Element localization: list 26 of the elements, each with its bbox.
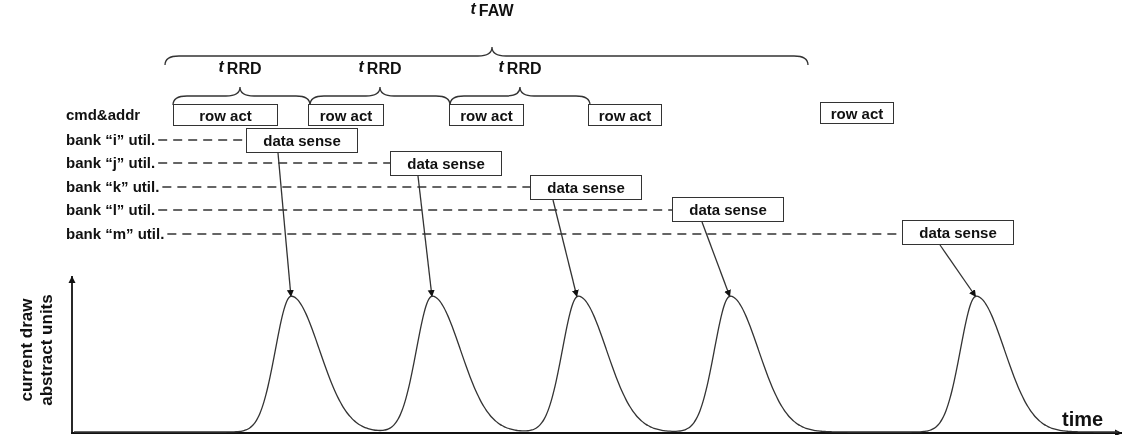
row-label: bank “m” util. bbox=[66, 223, 165, 245]
row-label: bank “j” util. bbox=[66, 152, 156, 174]
row-label: bank “l” util. bbox=[66, 199, 156, 221]
command-box: row act bbox=[449, 104, 524, 126]
leader-arrow bbox=[552, 199, 579, 298]
row-label: cmd&addr bbox=[66, 104, 141, 126]
dashed-line bbox=[157, 162, 391, 164]
leader-arrow bbox=[701, 221, 731, 298]
dashed-line bbox=[161, 186, 531, 188]
sense-box: data sense bbox=[530, 175, 642, 200]
command-box: row act bbox=[820, 102, 894, 124]
axis-label: time bbox=[1062, 408, 1105, 431]
sense-box: data sense bbox=[902, 220, 1014, 245]
sense-box: data sense bbox=[390, 151, 502, 176]
axis-title: current draw abstract units bbox=[17, 293, 57, 408]
command-box: row act bbox=[173, 104, 278, 126]
command-box: row act bbox=[308, 104, 384, 126]
sense-box: data sense bbox=[672, 197, 784, 222]
row-label: bank “i” util. bbox=[66, 129, 156, 151]
dashed-line bbox=[157, 209, 673, 211]
sense-box: data sense bbox=[246, 128, 358, 153]
leader-arrow bbox=[417, 175, 435, 298]
command-box: row act bbox=[588, 104, 662, 126]
leader-arrow bbox=[277, 152, 294, 298]
row-label: bank “k” util. bbox=[66, 176, 160, 198]
leader-arrow bbox=[939, 244, 977, 298]
